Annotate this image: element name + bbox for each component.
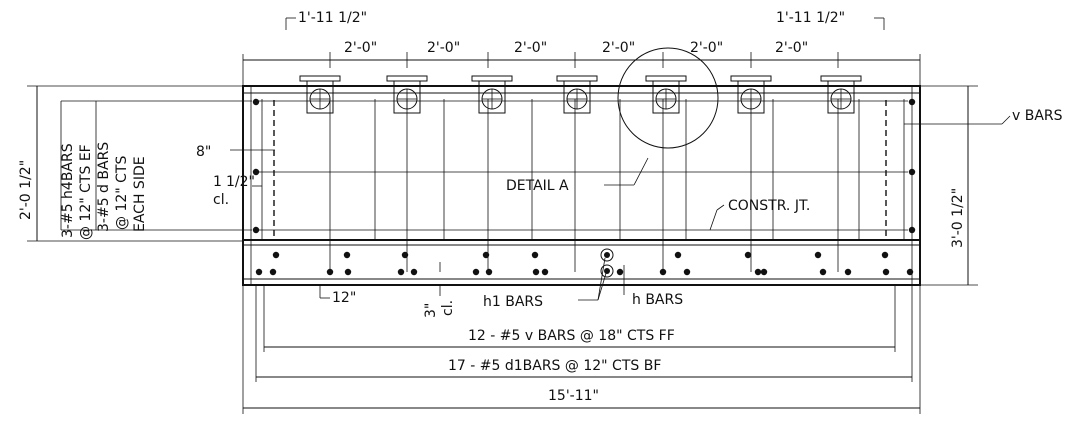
bottom-bar-dot (881, 251, 889, 259)
bearing-assembly-3 (471, 75, 513, 114)
bearing-spacing-dim-4: 2'-0" (602, 40, 635, 56)
bottom-cover-dim: 3" (423, 303, 439, 318)
d1-bars-callout: 17 - #5 d1BARS @ 12" CTS BF (448, 358, 661, 374)
h1-bars-circles (600, 248, 614, 278)
bottom-bar-dot (344, 268, 352, 276)
bottom-bar-dot (814, 251, 822, 259)
bottom-bar-dot (844, 268, 852, 276)
horizontal-bars (257, 100, 908, 231)
bearing-assembly-2 (386, 75, 428, 114)
clear-cover-side-whole: 1 (213, 174, 222, 190)
side-offset-dim: 8" (196, 144, 211, 160)
constr-jt-label: CONSTR. JT. (728, 198, 810, 214)
bottom-bar-dot (882, 268, 890, 276)
top-right-offset-dim: 1'-11 1/2" (776, 10, 845, 26)
v-bars-label: v BARS (1012, 108, 1063, 124)
bottom-bar-dot (760, 268, 768, 276)
bottom-bar-dot (744, 251, 752, 259)
bottom-bar-dot (674, 251, 682, 259)
bottom-bar-dot (326, 268, 334, 276)
bottom-bar-dot (472, 268, 480, 276)
bottom-bar-dot (410, 268, 418, 276)
right-dimension-lines (904, 85, 1011, 286)
bottom-bar-dot (541, 268, 549, 276)
h4-bars-spacing: @ 12" CTS EF (78, 144, 94, 240)
bottom-bar-dot (485, 268, 493, 276)
bottom-bar-dot (343, 251, 351, 259)
overall-length-dim: 15'-11" (548, 388, 599, 404)
d-bars-spacing: @ 12" CTS (114, 156, 130, 230)
bottom-bar-dot (616, 268, 624, 276)
bearing-assembly-7 (820, 75, 862, 114)
bearing-spacing-dim-1: 2'-0" (344, 40, 377, 56)
bottom-bar-dots (255, 251, 914, 276)
v-bar-dashed-zones (273, 100, 887, 236)
bottom-bar-dot (532, 268, 540, 276)
top-dimension-lines (242, 17, 921, 88)
bearing-spacing-dim-5: 2'-0" (690, 40, 723, 56)
left-dimension-lines (27, 85, 275, 242)
bottom-bar-dot (272, 251, 280, 259)
d-bars-label: 3-#5 d BARS (96, 142, 112, 232)
cap-outline (242, 85, 921, 286)
vertical-bars (329, 99, 860, 272)
bottom-bar-dot (397, 268, 405, 276)
bottom-bar-dot (906, 268, 914, 276)
side-bar-dots (252, 98, 916, 234)
h1-bars-label: h1 BARS (483, 294, 543, 310)
bottom-bar-dot (683, 268, 691, 276)
bottom-bar-dot (255, 268, 263, 276)
d-bars-side: EACH SIDE (132, 156, 148, 232)
bearing-assembly-6 (730, 75, 772, 114)
bottom-bar-dot (819, 268, 827, 276)
bearing-assembly-4 (556, 75, 598, 114)
bearing-assemblies (299, 75, 862, 114)
v-bars-callout: 12 - #5 v BARS @ 18" CTS FF (468, 328, 675, 344)
bottom-bar-dot (659, 268, 667, 276)
bottom-dimension-lines (242, 285, 921, 414)
bearing-assembly-1 (299, 75, 341, 114)
clear-cover-side-cl: cl. (213, 192, 229, 208)
h4-bars-label: 3-#5 h4BARS (60, 143, 76, 238)
h-bars-label: h BARS (632, 292, 683, 308)
bottom-bar-dot (401, 251, 409, 259)
detail-a-label: DETAIL A (506, 178, 569, 194)
clear-cover-side-fraction: 1/2" (226, 174, 255, 190)
bottom-cover-cl: cl. (440, 300, 456, 316)
left-height-dim: 2'-0 1/2" (18, 160, 34, 220)
bearing-assembly-5 (645, 75, 687, 114)
top-left-offset-dim: 1'-11 1/2" (298, 10, 367, 26)
bearing-spacing-dim-6: 2'-0" (775, 40, 808, 56)
bottom-bar-dot (482, 251, 490, 259)
detail-a-circle (617, 47, 719, 149)
bottom-bar-dot (269, 268, 277, 276)
bottom-bar-dot (754, 268, 762, 276)
right-height-dim: 3'-0 1/2" (950, 188, 966, 248)
bearing-spacing-dim-3: 2'-0" (514, 40, 547, 56)
bottom-offset-dim: 12" (332, 290, 356, 306)
bearing-spacing-dim-2: 2'-0" (427, 40, 460, 56)
interior-leaders (319, 157, 725, 301)
bottom-bar-dot (531, 251, 539, 259)
